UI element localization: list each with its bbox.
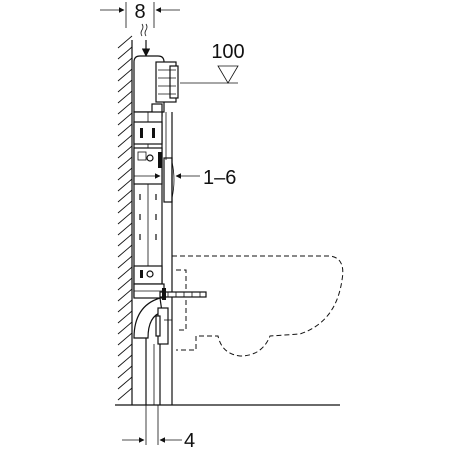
mounting-bolt <box>159 288 207 300</box>
height-dimension: 100 <box>180 41 245 84</box>
hatch-line <box>117 299 133 313</box>
hatch-line <box>117 255 133 269</box>
hatch-line <box>117 266 133 280</box>
hatch-line <box>117 233 133 247</box>
hatch-line <box>117 277 133 291</box>
hatch-line <box>117 244 133 258</box>
hatch-line <box>117 156 133 170</box>
hatch-line <box>117 90 133 104</box>
adjust-dimension: 1–6 <box>134 167 236 189</box>
top-gap-dimension: 8 <box>100 1 180 28</box>
hatch-line <box>117 79 133 93</box>
bottom-gap-label: 4 <box>184 430 195 450</box>
hatch-line <box>117 387 133 401</box>
hatch-line <box>117 189 133 203</box>
hatch-line <box>117 35 133 49</box>
hatch-line <box>117 46 133 60</box>
hatch-line <box>117 222 133 236</box>
height-label: 100 <box>211 41 244 63</box>
hatch-line <box>117 288 133 302</box>
hatch-line <box>117 101 133 115</box>
hatch-line <box>117 167 133 181</box>
hatch-line <box>117 365 133 379</box>
hatch-line <box>117 57 133 71</box>
hatch-line <box>117 376 133 390</box>
wall <box>117 35 133 405</box>
hatch-line <box>117 354 133 368</box>
top-gap-label: 8 <box>134 1 145 23</box>
hatch-line <box>117 332 133 346</box>
hatch-line <box>117 310 133 324</box>
wavy-symbol <box>140 23 151 57</box>
hatch-line <box>117 178 133 192</box>
hatch-line <box>117 112 133 126</box>
installation-frame <box>133 55 179 299</box>
hatch-line <box>117 321 133 335</box>
hatch-line <box>117 200 133 214</box>
wall-hatching <box>117 35 133 401</box>
drain-pipe <box>133 297 172 405</box>
hatch-line <box>117 343 133 357</box>
hatch-line <box>117 68 133 82</box>
hatch-line <box>117 134 133 148</box>
toilet-bowl <box>171 255 344 357</box>
bottom-gap-dimension: 4 <box>122 405 195 450</box>
hatch-line <box>117 145 133 159</box>
adjust-label: 1–6 <box>203 167 236 189</box>
hatch-line <box>117 123 133 137</box>
hatch-line <box>117 211 133 225</box>
